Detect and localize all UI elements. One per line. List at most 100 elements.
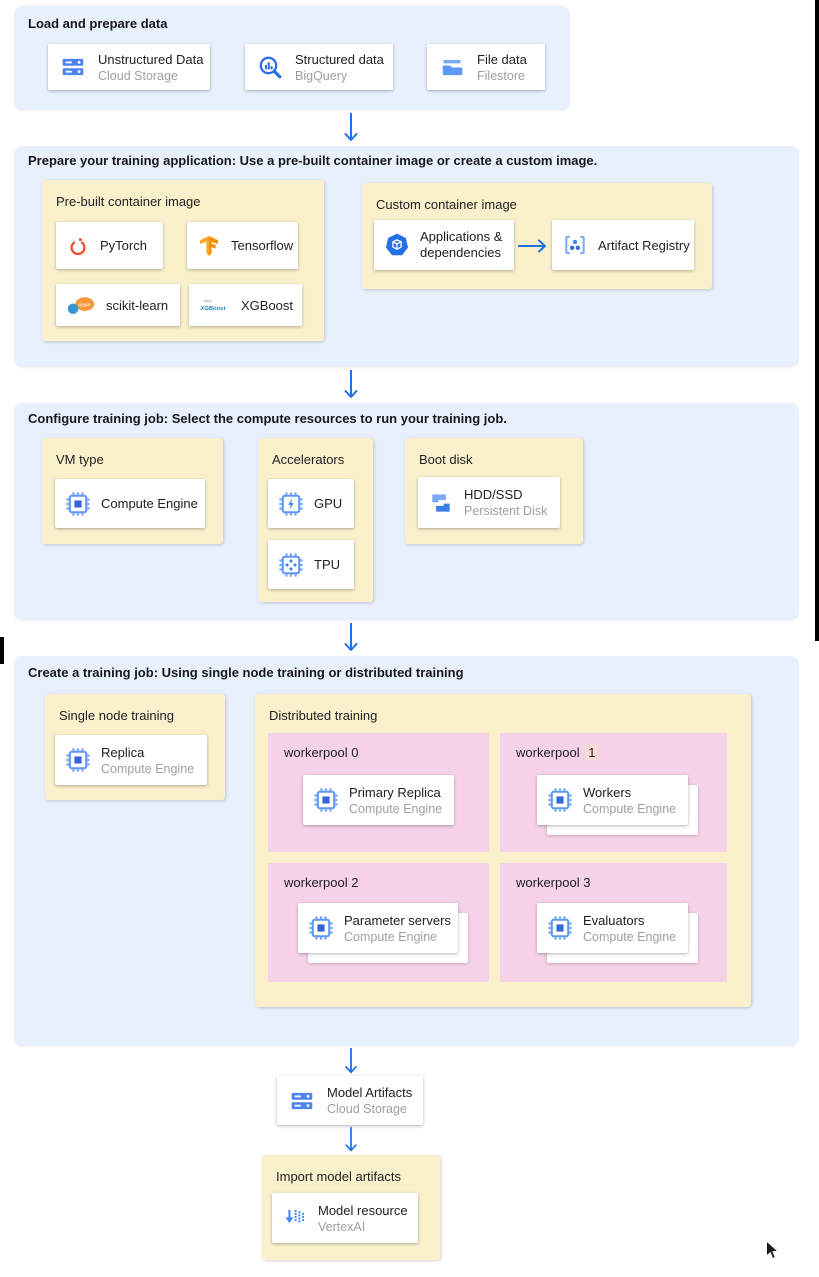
section-create-job: Create a training job: Using single node… xyxy=(14,656,799,1046)
workerpool-label: workerpool 2 xyxy=(284,875,359,890)
section-configure-job: Configure training job: Select the compu… xyxy=(14,403,799,620)
card-scikit-learn: scikit-learn xyxy=(56,284,180,326)
card-subtitle: Compute Engine xyxy=(344,929,438,944)
filestore-icon xyxy=(439,54,465,80)
card-subtitle: Filestore xyxy=(477,68,525,83)
workerpool-number-highlight: 1 xyxy=(585,745,599,760)
card-subtitle: Compute Engine xyxy=(349,801,443,816)
card-model-resource: Model resource VertexAI xyxy=(272,1193,418,1243)
workerpool-label: workerpool 1 xyxy=(516,745,599,760)
card-subtitle: Persistent Disk xyxy=(464,504,548,518)
card-subtitle: VertexAI xyxy=(318,1219,366,1234)
workerpool-label: workerpool 3 xyxy=(516,875,591,890)
section-title: Configure training job: Select the compu… xyxy=(28,411,507,426)
section-title: Create a training job: Using single node… xyxy=(28,665,464,680)
section-title: Load and prepare data xyxy=(28,16,168,31)
card-title: Workers xyxy=(583,784,632,800)
card-subtitle: Cloud Storage xyxy=(98,68,178,83)
card-title: Applications & dependencies xyxy=(420,229,503,260)
workerpool-label: workerpool 0 xyxy=(284,745,359,760)
card-title: HDD/SSD xyxy=(464,487,523,502)
card-workers: Workers Compute Engine xyxy=(537,775,688,825)
vertex-ai-icon xyxy=(282,1205,308,1231)
compute-engine-icon xyxy=(308,915,334,941)
card-title: Tensorflow xyxy=(231,238,294,253)
card-primary-replica: Primary Replica Compute Engine xyxy=(303,775,454,825)
card-title: Model resource xyxy=(318,1202,408,1218)
workerpool-number: 2 xyxy=(351,875,359,890)
card-subtitle: Compute Engine xyxy=(101,761,195,776)
card-title: TPU xyxy=(314,557,340,572)
scikit-learn-icon xyxy=(66,295,96,316)
compute-engine-icon xyxy=(313,787,339,813)
section-prepare-application: Prepare your training application: Use a… xyxy=(14,146,799,367)
compute-engine-icon xyxy=(547,787,573,813)
compute-engine-icon xyxy=(65,491,91,517)
gpu-chip-icon xyxy=(278,491,304,517)
card-replica: Replica Compute Engine xyxy=(55,735,207,785)
card-subtitle: BigQuery xyxy=(295,68,348,83)
screen-edge-bar-left xyxy=(0,637,4,664)
cloud-storage-icon xyxy=(289,1088,315,1114)
compute-engine-icon xyxy=(547,915,573,941)
card-xgboost: XGBoost xyxy=(189,284,302,326)
card-unstructured-data: Unstructured Data Cloud Storage xyxy=(48,44,210,90)
panel-label: Custom container image xyxy=(376,197,517,212)
card-parameter-servers: Parameter servers Compute Engine xyxy=(298,903,458,953)
workerpool-number: 0 xyxy=(351,745,359,760)
card-subtitle: Cloud Storage xyxy=(327,1102,407,1116)
flow-arrow-down-icon xyxy=(343,1048,359,1075)
card-applications-dependencies: Applications & dependencies xyxy=(374,220,514,270)
tpu-chip-icon xyxy=(278,552,304,578)
card-title: Replica xyxy=(101,744,145,760)
card-artifact-registry: Artifact Registry xyxy=(552,220,694,270)
card-tensorflow: Tensorflow xyxy=(187,222,298,269)
section-load-data: Load and prepare data Unstructured Data … xyxy=(14,6,570,110)
card-title: Parameter servers xyxy=(344,912,451,928)
card-title: Evaluators xyxy=(583,912,645,928)
flow-arrow-right-icon xyxy=(518,238,548,254)
compute-engine-icon xyxy=(65,747,91,773)
persistent-disk-icon xyxy=(428,490,454,516)
card-title: Primary Replica xyxy=(349,784,441,800)
panel-label: Boot disk xyxy=(419,452,473,467)
panel-label: Accelerators xyxy=(272,452,345,467)
flow-arrow-down-icon xyxy=(343,1127,359,1153)
card-gpu: GPU xyxy=(268,479,354,528)
section-title: Prepare your training application: Use a… xyxy=(28,153,598,168)
panel-label: Pre-built container image xyxy=(56,194,201,209)
tensorflow-icon xyxy=(197,234,221,258)
cloud-storage-icon xyxy=(60,54,86,80)
xgboost-icon xyxy=(199,296,231,314)
panel-label: Import model artifacts xyxy=(276,1169,401,1184)
panel-import-model: Import model artifacts Model resource Ve… xyxy=(262,1155,440,1260)
card-subtitle: Compute Engine xyxy=(583,929,677,944)
card-model-artifacts: Model Artifacts Cloud Storage xyxy=(277,1076,423,1125)
mouse-cursor-icon xyxy=(766,1240,780,1260)
card-title: Unstructured Data xyxy=(98,51,204,67)
card-evaluators: Evaluators Compute Engine xyxy=(537,903,688,953)
card-file-data: File data Filestore xyxy=(427,44,545,90)
card-title: Artifact Registry xyxy=(598,237,690,253)
card-tpu: TPU xyxy=(268,540,354,589)
panel-label: Distributed training xyxy=(269,708,378,723)
panel-label: VM type xyxy=(56,452,104,467)
bigquery-icon xyxy=(257,54,283,80)
card-hdd-ssd: HDD/SSD Persistent Disk xyxy=(418,477,560,528)
flow-arrow-down-icon xyxy=(343,113,359,143)
panel-label: Single node training xyxy=(59,708,174,723)
artifact-registry-icon xyxy=(562,232,588,258)
card-title: Compute Engine xyxy=(101,496,198,511)
card-subtitle: Compute Engine xyxy=(583,801,677,816)
card-title: PyTorch xyxy=(100,238,147,253)
card-compute-engine: Compute Engine xyxy=(55,479,205,528)
pytorch-icon xyxy=(66,234,90,258)
flow-arrow-down-icon xyxy=(343,623,359,653)
card-title: Model Artifacts xyxy=(327,1085,413,1100)
applications-dependencies-icon xyxy=(384,232,410,258)
flow-arrow-down-icon xyxy=(343,370,359,400)
card-title: File data xyxy=(477,51,527,67)
card-title: scikit-learn xyxy=(106,297,169,313)
card-title: XGBoost xyxy=(241,297,294,313)
